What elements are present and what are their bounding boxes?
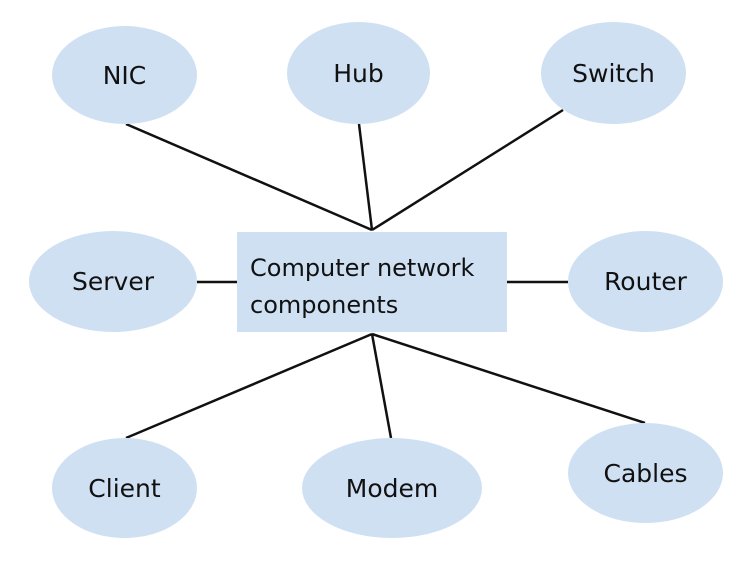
- node-hub: Hub: [287, 22, 430, 124]
- node-server: Server: [29, 231, 197, 332]
- connector-modem: [370, 333, 393, 439]
- node-switch: Switch: [541, 22, 686, 124]
- node-nic: NIC: [52, 26, 197, 124]
- node-cables: Cables: [568, 423, 723, 523]
- center-title-line-1: Computer network: [250, 254, 475, 282]
- node-modem: Modem: [302, 438, 482, 538]
- connector-cables: [371, 332, 646, 425]
- connector-nic: [125, 122, 373, 232]
- connector-hub: [357, 123, 374, 231]
- center-title-line-2: components: [250, 291, 399, 319]
- node-router: Router: [568, 231, 723, 332]
- center-box: Computer network components: [237, 232, 507, 332]
- connector-switch: [371, 108, 564, 232]
- connector-client: [125, 332, 373, 440]
- node-client: Client: [52, 438, 197, 538]
